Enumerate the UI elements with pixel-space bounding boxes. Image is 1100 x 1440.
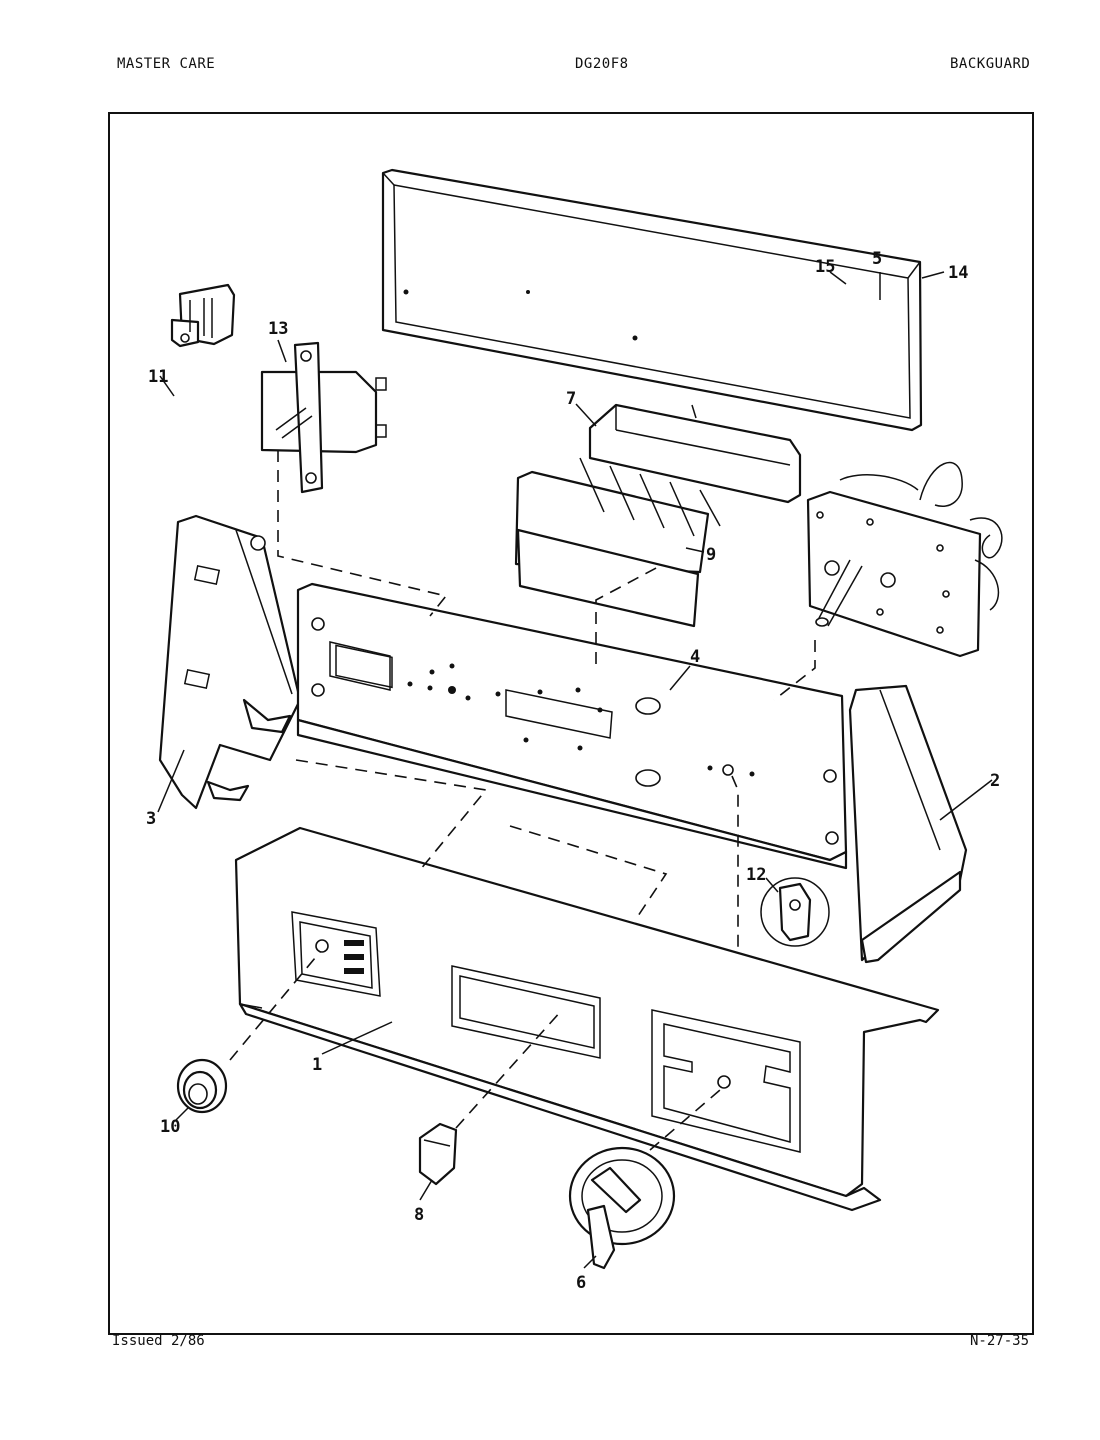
part-10-knob bbox=[176, 1058, 228, 1114]
part-12-clip bbox=[760, 877, 830, 947]
part-14-trim bbox=[381, 168, 923, 432]
part-2-end-cap-right bbox=[848, 684, 968, 964]
callout-13: 13 bbox=[268, 319, 288, 339]
callout-3: 3 bbox=[146, 809, 156, 829]
callout-5: 5 bbox=[872, 249, 882, 269]
part-7-switch-bank bbox=[588, 403, 802, 504]
part-11-switch bbox=[170, 283, 236, 348]
callout-14: 14 bbox=[948, 263, 968, 283]
callout-4: 4 bbox=[690, 647, 700, 667]
part-5-infinite-switch bbox=[806, 461, 1003, 658]
header-center: DG20F8 bbox=[575, 56, 629, 72]
part-9-button-panel bbox=[514, 457, 721, 628]
callout-7: 7 bbox=[566, 389, 576, 409]
callout-12: 12 bbox=[746, 865, 766, 885]
callout-8: 8 bbox=[414, 1205, 424, 1225]
callout-6: 6 bbox=[576, 1273, 586, 1293]
header-right: BACKGUARD bbox=[950, 56, 1031, 72]
part-13-relay bbox=[260, 341, 387, 494]
diagram-frame bbox=[108, 112, 1034, 1335]
part-3-end-cap-left bbox=[158, 514, 302, 810]
header-left: MASTER CARE bbox=[117, 56, 216, 72]
assembly-lines bbox=[229, 450, 816, 1151]
footer-left: Issued 2/86 bbox=[112, 1333, 205, 1349]
callout-2: 2 bbox=[990, 771, 1000, 791]
part-8-selector-knob bbox=[418, 1122, 458, 1186]
callout-9: 9 bbox=[706, 545, 716, 565]
part-6-dial-knob bbox=[568, 1146, 676, 1270]
callout-1: 1 bbox=[312, 1055, 322, 1075]
footer-right: N-27-35 bbox=[970, 1333, 1030, 1349]
callout-11: 11 bbox=[148, 367, 168, 387]
callout-15: 15 bbox=[815, 257, 835, 277]
callout-10: 10 bbox=[160, 1117, 180, 1137]
part-1-panel-cover bbox=[234, 826, 940, 1212]
part-4-control-panel bbox=[296, 582, 848, 870]
